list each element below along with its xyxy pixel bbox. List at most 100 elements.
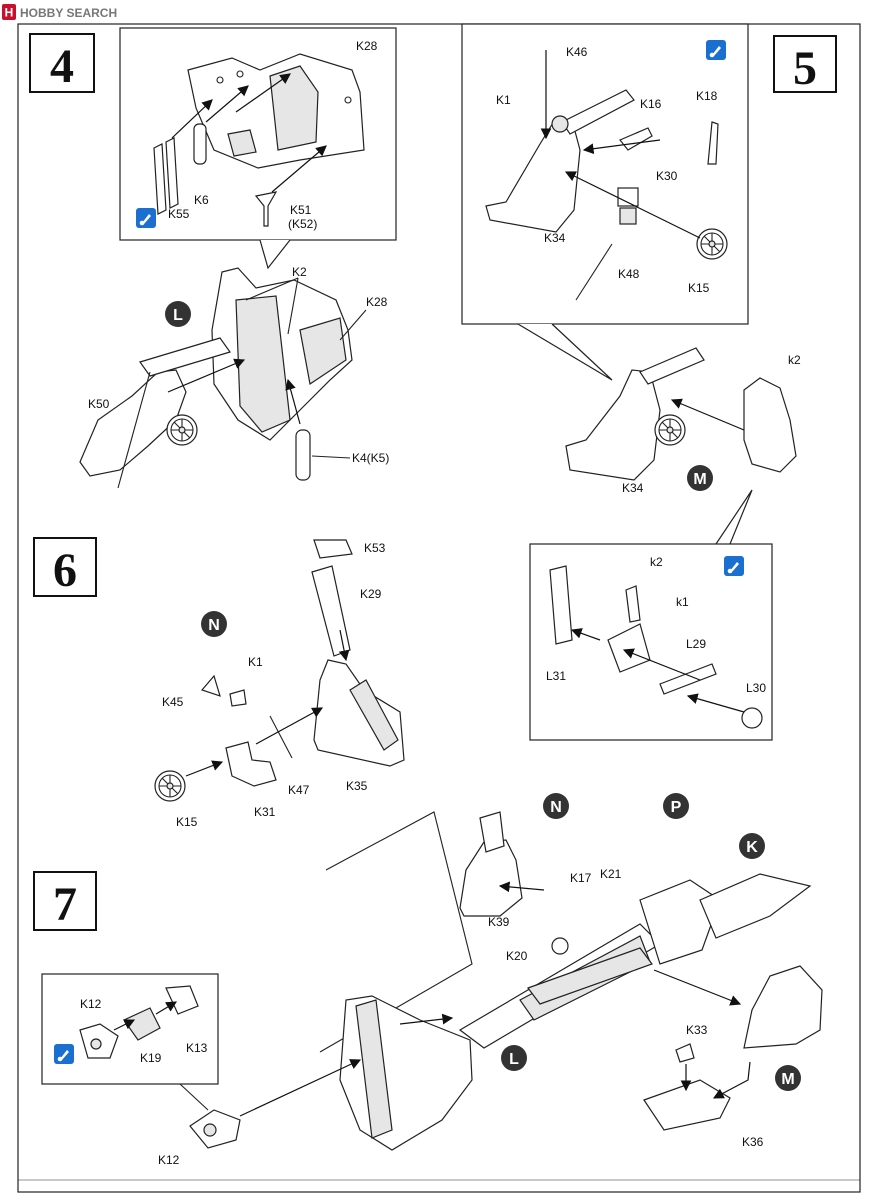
marker-letter: M <box>781 1071 794 1088</box>
breech-part <box>639 879 721 965</box>
watermark-logo-letter: H <box>5 6 14 20</box>
paint-icon <box>136 208 156 228</box>
part-label: K34 <box>544 231 566 245</box>
k-cradle-part <box>699 873 812 939</box>
k33-part <box>675 1043 695 1063</box>
step-7-number: 7 <box>53 878 77 931</box>
part-label: K55 <box>168 207 190 221</box>
handwheel-icon <box>654 414 686 446</box>
part-label: k2 <box>650 555 663 569</box>
step-5-box <box>773 35 837 93</box>
part-label: K6 <box>194 193 209 207</box>
marker-circle <box>543 793 569 819</box>
k53-part <box>313 539 353 559</box>
k2-small-part <box>625 585 641 623</box>
marker-circle <box>201 611 227 637</box>
step-5: 5 K46 K1 K16 K18 K30 K34 K48 K15 <box>461 23 837 741</box>
step-5-inset <box>461 23 749 325</box>
marker-circle <box>739 833 765 859</box>
marker-letter: L <box>509 1051 519 1068</box>
k51-part <box>254 191 278 227</box>
part-label: K12 <box>158 1153 180 1167</box>
handwheel-icon <box>154 770 186 802</box>
marker-letter: N <box>550 799 562 816</box>
paint-icon <box>724 556 744 576</box>
carriage-part <box>79 369 187 477</box>
part-label: K30 <box>656 169 678 183</box>
part-label: K46 <box>566 45 588 59</box>
k45-part <box>200 674 221 697</box>
part-label: K29 <box>360 587 382 601</box>
part-label: K51 <box>290 203 312 217</box>
paint-icon <box>54 1044 74 1064</box>
part-label: K18 <box>696 89 718 103</box>
part-label: K17 <box>570 871 592 885</box>
part-label: K33 <box>686 1023 708 1037</box>
page-border <box>17 23 861 1193</box>
step-5-inset-pointer <box>517 323 613 381</box>
part-label: K21 <box>600 867 622 881</box>
marker-letter: P <box>671 799 682 816</box>
marker-letter: N <box>208 617 220 634</box>
part-label: (K52) <box>288 217 317 231</box>
part-label: K50 <box>88 397 110 411</box>
part-label: K48 <box>618 267 640 281</box>
k29-spring-part <box>349 679 399 751</box>
marker-circle <box>663 793 689 819</box>
part-label: K4(K5) <box>352 451 389 465</box>
part-label: K45 <box>162 695 184 709</box>
watermark-text: HOBBY SEARCH <box>20 6 117 20</box>
k4-part <box>295 429 311 481</box>
k34-frame-part <box>485 117 581 233</box>
part-label: K2 <box>292 265 307 279</box>
k34-frame-main <box>565 369 661 481</box>
elevation-arc-part <box>561 89 635 135</box>
part-label: L31 <box>546 669 566 683</box>
part-label: K1 <box>496 93 511 107</box>
l30-part <box>741 707 763 729</box>
marker-circle <box>165 301 191 327</box>
part-label: K28 <box>356 39 378 53</box>
part-label: L30 <box>746 681 766 695</box>
step-5-number: 5 <box>793 42 817 95</box>
part-label: K47 <box>288 783 310 797</box>
part-label: K31 <box>254 805 276 819</box>
marker-circle <box>775 1065 801 1091</box>
part-label: K20 <box>506 949 528 963</box>
step-7: 7 K17 K39 N K21 K20 P K M K33 <box>33 793 823 1167</box>
k48-rod <box>575 243 613 301</box>
k36-part <box>643 1079 731 1131</box>
k19-part <box>123 1007 161 1041</box>
handwheel-icon <box>696 228 728 260</box>
step-6: 6 K53 K29 K1 K45 K47 K31 K35 K15 N <box>33 537 405 829</box>
part-label: K16 <box>640 97 662 111</box>
step-5-subinset-pointer <box>715 489 753 545</box>
part-label: K15 <box>176 815 198 829</box>
part-label: k1 <box>676 595 689 609</box>
k20-part <box>551 937 569 955</box>
step-4: 4 K28 K6 K55 K51 (K52) <box>29 27 397 489</box>
part-label: K39 <box>488 915 510 929</box>
watermark-logo-icon <box>2 4 16 20</box>
part-label: K36 <box>742 1135 764 1149</box>
n-assembly-part <box>459 839 523 917</box>
k6-part <box>193 123 207 165</box>
part-label: K19 <box>140 1051 162 1065</box>
marker-letter: M <box>693 471 706 488</box>
step-5-subinset <box>529 543 773 741</box>
k47-rod <box>269 715 293 759</box>
k2-part <box>743 377 797 473</box>
k28-shield-window <box>269 65 319 151</box>
l29-part <box>659 663 717 695</box>
marker-letter: K <box>746 839 758 856</box>
part-label: K53 <box>364 541 386 555</box>
m-assembly-part <box>743 965 823 1049</box>
recoil-cylinder-part <box>527 947 653 1005</box>
part-label: K35 <box>346 779 368 793</box>
k30-part <box>617 187 639 207</box>
watermark: H HOBBY SEARCH <box>2 4 117 20</box>
k55-part <box>153 137 179 215</box>
l31-part <box>549 565 573 645</box>
part-label: K28 <box>366 295 388 309</box>
